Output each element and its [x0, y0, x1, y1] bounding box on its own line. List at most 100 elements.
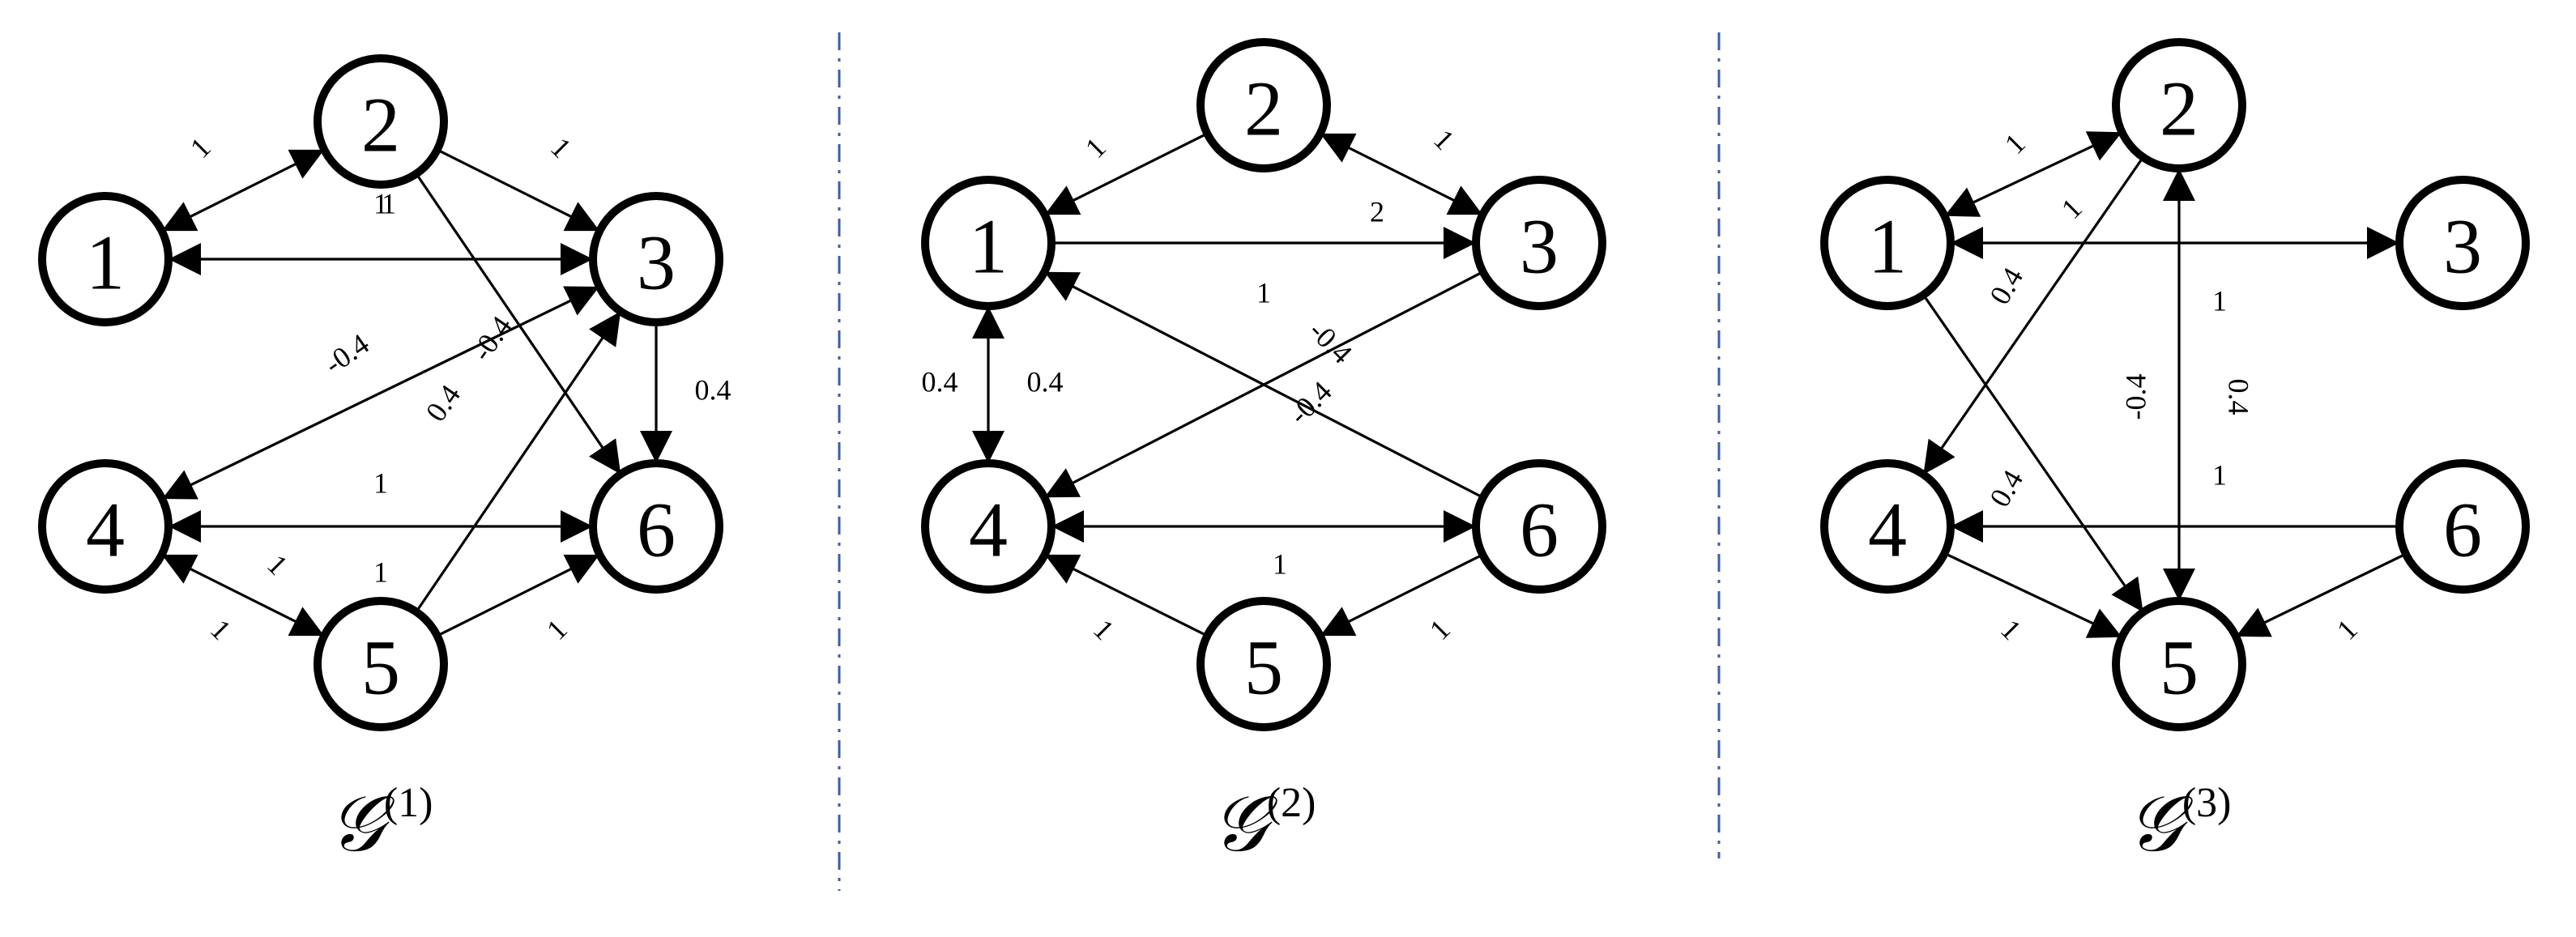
g1-edge-4-5 [161, 553, 325, 637]
g3-edge-label-4-5: 1 [1994, 613, 2028, 646]
g1-node-circle-1 [38, 192, 173, 326]
g1-edge-label-4-6: 1 [373, 466, 388, 499]
g1-caption-symbol: 𝒢 [329, 781, 395, 867]
g1-node-5: 5 [313, 597, 448, 731]
g3-node-4: 4 [1820, 459, 1955, 594]
g3-edge-label-2-5: 1 [2212, 284, 2227, 317]
g2-edge-label-2-1: 1 [1079, 131, 1112, 164]
g1-caption: 𝒢(1) [329, 780, 433, 867]
g1-edge-1-2 [161, 148, 325, 232]
g1-node-label-2: 2 [361, 82, 400, 168]
g2-edge-label-4-6: 1 [1273, 547, 1287, 580]
g1-node-label-3: 3 [637, 219, 676, 306]
g2-node-circle-2 [1196, 38, 1331, 172]
g3-extra-label-2: 1 [2212, 458, 2227, 491]
g2-node-6: 6 [1472, 459, 1606, 594]
g3-extra-label-1: 0.4 [2223, 379, 2255, 415]
g2-node-circle-3 [1472, 176, 1606, 310]
g3-node-2: 2 [2112, 38, 2246, 172]
g2-edge-2-1 [1044, 132, 1208, 216]
g3-node-label-5: 5 [2160, 624, 2199, 711]
g1-node-circle-5 [313, 597, 448, 731]
g2-node-circle-6 [1472, 459, 1606, 594]
g3-node-3: 3 [2395, 176, 2530, 310]
g3-caption: 𝒢(3) [2127, 780, 2232, 867]
g3-edge-2-4 [1922, 156, 2144, 475]
g2-node-circle-1 [921, 176, 1056, 310]
g2-caption-superscript: (2) [1267, 780, 1316, 826]
g1-edge-label-4-5: 1 [261, 548, 294, 581]
g1-extra-label-2: 1 [204, 613, 237, 646]
g1-edge-2-6 [415, 172, 622, 475]
g1-node-2: 2 [313, 54, 448, 189]
g1-node-circle-2 [313, 54, 448, 189]
g3-edge-6-5 [2235, 552, 2407, 638]
g1-caption-superscript: (1) [384, 780, 433, 826]
g3-extra-label-0: -0.4 [2119, 374, 2152, 420]
g3-node-circle-2 [2112, 38, 2246, 172]
g1-edge-label-4-3: -0.4 [318, 327, 375, 380]
g1-extra-label-0: -0.4 [465, 310, 518, 367]
g1-edge-label-1-3: 1 [544, 131, 578, 164]
g3-edge-label-6-4: 0.4 [1983, 465, 2029, 513]
g2-edge-label-6-1: -0.4 [1282, 375, 1338, 431]
g2-node-label-4: 4 [969, 487, 1008, 573]
g3-node-circle-3 [2395, 176, 2530, 310]
g3-node-label-6: 6 [2443, 487, 2482, 573]
g2-node-label-3: 3 [1520, 203, 1559, 290]
g3-edge-label-6-5: 1 [2331, 613, 2364, 646]
g1-node-4: 4 [38, 459, 173, 594]
g3-edge-1-5 [1922, 294, 2144, 613]
g1-node-label-1: 1 [86, 219, 125, 306]
g2-edge-3-4 [1043, 270, 1484, 499]
g1-node-6: 6 [589, 459, 723, 594]
g3-node-1: 1 [1820, 176, 1955, 310]
g1-node-circle-4 [38, 459, 173, 594]
g2-node-4: 4 [921, 459, 1056, 594]
g1-node-1: 1 [38, 192, 173, 326]
g1-node-3: 3 [589, 192, 723, 326]
g1-edge-label-2-3: 1 [373, 187, 388, 219]
g1-edge-label-3-6: 0.4 [695, 373, 731, 406]
g3-node-circle-6 [2395, 459, 2530, 594]
g3-node-label-2: 2 [2160, 66, 2199, 152]
g1-edge-label-1-2: 1 [184, 131, 217, 164]
g2-edge-label-1-4: 0.4 [922, 365, 958, 398]
g1-edge-5-6 [437, 553, 600, 637]
g3-edge-1-2 [1943, 130, 2123, 218]
g3-node-label-4: 4 [1868, 487, 1907, 573]
g3-edge-label-1-2: 1 [1998, 127, 2032, 160]
g3-caption-symbol: 𝒢 [2127, 781, 2194, 867]
g1-node-label-6: 6 [637, 487, 676, 573]
g3-node-circle-5 [2112, 597, 2246, 731]
g3-edge-4-5 [1943, 552, 2123, 639]
g3-caption-superscript: (3) [2182, 780, 2232, 826]
g2-edge-label-1-3: 2 [1370, 195, 1384, 228]
g1-node-label-5: 5 [361, 624, 400, 711]
g1-extra-label-3: 1 [382, 187, 396, 219]
g1-edge-4-3 [161, 285, 600, 500]
g1-edge-2-3 [437, 148, 600, 232]
g2-node-3: 3 [1472, 176, 1606, 310]
g2-caption: 𝒢(2) [1212, 780, 1316, 867]
g2-node-label-6: 6 [1520, 487, 1559, 573]
g3-edge-label-2-4: 0.4 [1983, 262, 2029, 310]
g2-edge-label-6-5: 1 [1423, 613, 1456, 646]
g3-node-circle-4 [1820, 459, 1955, 594]
g2-edge-6-5 [1320, 553, 1483, 637]
g1-extra-label-1: 1 [373, 556, 388, 588]
g3-node-5: 5 [2112, 597, 2246, 731]
g3-node-circle-1 [1820, 176, 1955, 310]
g3-node-label-3: 3 [2443, 203, 2482, 290]
g2-node-label-5: 5 [1244, 624, 1283, 711]
g1-node-circle-6 [589, 459, 723, 594]
g1-node-label-4: 4 [86, 487, 125, 573]
g2-extra-label-0: 0.4 [1027, 365, 1064, 398]
g3-node-6: 6 [2395, 459, 2530, 594]
g2-caption-symbol: 𝒢 [1212, 781, 1278, 867]
g3-node-label-1: 1 [1868, 203, 1907, 290]
g2-node-5: 5 [1196, 597, 1331, 731]
